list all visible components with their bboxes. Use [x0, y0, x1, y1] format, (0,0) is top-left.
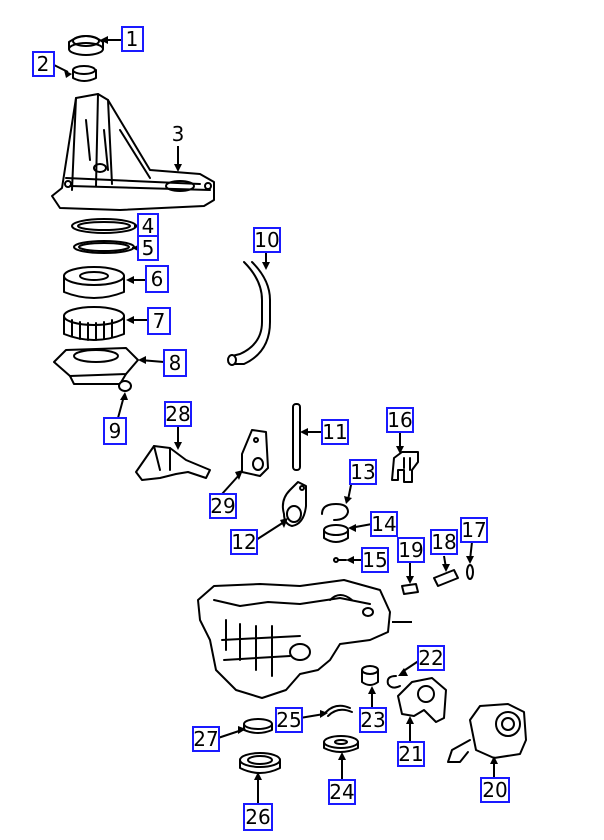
part-22-clip	[386, 675, 401, 689]
callout-29[interactable]: 29	[209, 493, 237, 519]
callout-11[interactable]: 11	[321, 419, 349, 445]
callout-12-label: 12	[231, 530, 256, 554]
callout-8-label: 8	[169, 351, 182, 375]
callout-7-label: 7	[153, 309, 166, 333]
callout-boxes: 1 2 3 4 5 6 7 8 9 10 11 12 13 14 15 16 1…	[32, 26, 510, 831]
callout-16-label: 16	[387, 408, 412, 432]
part-21-sensor	[397, 677, 447, 723]
callout-3: 3	[172, 122, 185, 146]
part-16-bracket	[391, 451, 419, 483]
callout-12[interactable]: 12	[230, 529, 258, 555]
callout-14[interactable]: 14	[370, 511, 398, 537]
callout-1-label: 1	[126, 27, 139, 51]
callout-13-label: 13	[350, 460, 375, 484]
part-6-bearing	[63, 266, 125, 299]
callout-25-label: 25	[276, 708, 301, 732]
callout-13[interactable]: 13	[349, 459, 377, 485]
callout-9-label: 9	[109, 419, 122, 443]
callout-8[interactable]: 8	[163, 349, 187, 377]
callout-17[interactable]: 17	[460, 517, 488, 543]
callout-28-label: 28	[165, 402, 190, 426]
callout-17-label: 17	[461, 518, 486, 542]
part-28-fork	[135, 445, 211, 481]
callout-14-label: 14	[371, 512, 396, 536]
callout-19-label: 19	[398, 538, 423, 562]
callout-5[interactable]: 5	[137, 235, 159, 261]
callout-18-label: 18	[431, 530, 456, 554]
part-20-motor	[447, 703, 527, 763]
callout-20-label: 20	[482, 778, 507, 802]
callout-2[interactable]: 2	[32, 51, 55, 77]
callout-26-label: 26	[245, 805, 270, 829]
callout-2-label: 2	[37, 52, 50, 76]
part-17-oring	[466, 564, 474, 580]
part-3-housing	[51, 93, 215, 211]
callout-7[interactable]: 7	[147, 307, 171, 335]
part-27-washer	[243, 718, 273, 734]
part-19-pin	[401, 583, 419, 595]
callout-24-label: 24	[329, 780, 354, 804]
callout-18[interactable]: 18	[430, 529, 458, 555]
callout-23[interactable]: 23	[359, 707, 387, 733]
callout-5-label: 5	[142, 236, 155, 260]
callout-4-label: 4	[142, 214, 155, 238]
part-12-lever	[281, 481, 307, 527]
part-18-pin	[433, 569, 459, 587]
callout-27-label: 27	[193, 727, 218, 751]
callout-3-label: 3	[172, 122, 185, 146]
callout-26[interactable]: 26	[243, 803, 273, 831]
callout-1[interactable]: 1	[121, 26, 144, 52]
callout-27[interactable]: 27	[192, 726, 220, 752]
callout-16[interactable]: 16	[386, 407, 414, 433]
part-7-drum	[63, 306, 125, 341]
callout-29-label: 29	[210, 494, 235, 518]
callout-11-label: 11	[322, 420, 347, 444]
callout-21[interactable]: 21	[397, 741, 425, 767]
parts-layer	[51, 35, 527, 774]
part-13-clip	[321, 503, 349, 521]
part-10-tube	[227, 261, 271, 366]
lower-case-housing	[197, 579, 391, 699]
part-9-plug	[118, 380, 132, 392]
callout-4[interactable]: 4	[137, 213, 159, 239]
callout-9[interactable]: 9	[103, 417, 127, 445]
part-5-ring	[73, 240, 135, 254]
part-4-ring	[71, 218, 137, 234]
callout-22[interactable]: 22	[417, 645, 445, 671]
part-23-bushing	[361, 665, 379, 686]
part-8-flange	[53, 347, 139, 385]
part-25-snapring	[325, 704, 353, 717]
callout-20[interactable]: 20	[480, 777, 510, 803]
callout-22-label: 22	[418, 646, 443, 670]
part-2-bushing	[72, 65, 97, 82]
callout-6[interactable]: 6	[145, 265, 169, 293]
part-26-seal	[239, 752, 281, 774]
callout-25[interactable]: 25	[275, 707, 303, 733]
callout-15-label: 15	[362, 548, 387, 572]
callout-23-label: 23	[360, 708, 385, 732]
callout-6-label: 6	[151, 267, 164, 291]
callout-19[interactable]: 19	[397, 537, 425, 563]
callout-24[interactable]: 24	[328, 779, 356, 805]
callout-10[interactable]: 10	[253, 227, 281, 253]
part-15-pin	[333, 557, 347, 563]
part-24-gear	[323, 735, 359, 753]
part-29-plate	[241, 429, 269, 477]
callout-21-label: 21	[398, 742, 423, 766]
callout-28[interactable]: 28	[164, 401, 192, 427]
callout-15[interactable]: 15	[361, 547, 389, 573]
callout-10-label: 10	[254, 228, 279, 252]
part-1-cap	[68, 35, 104, 56]
part-11-rod	[292, 403, 301, 471]
part-14-bushing	[323, 524, 349, 543]
